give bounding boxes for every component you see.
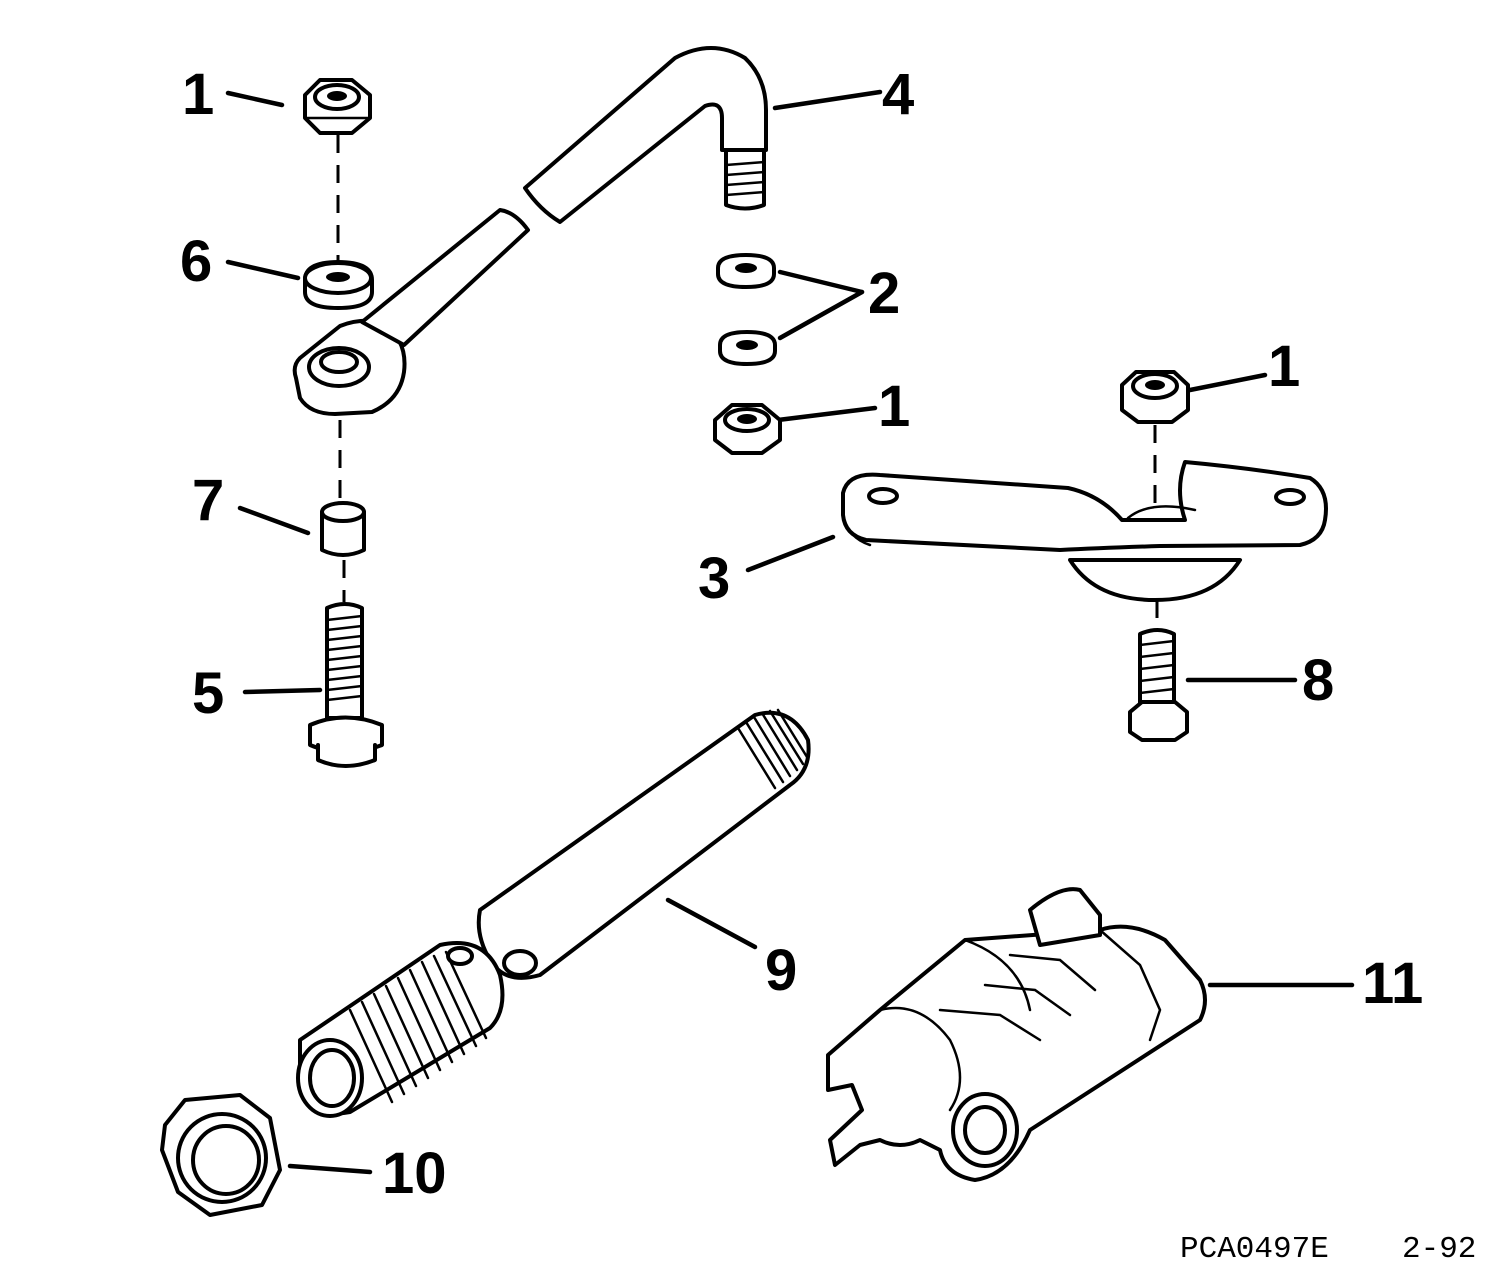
spacer-bushing [320, 501, 366, 557]
steering-arm [841, 460, 1328, 602]
leader-lines [225, 89, 1355, 1175]
callout-3: 3 [698, 546, 731, 611]
callout-6: 6 [180, 229, 213, 294]
assembly-axes [336, 135, 1159, 628]
callout-7: 7 [192, 468, 225, 533]
thick-washer [303, 260, 374, 310]
lock-nut-right [1120, 370, 1190, 424]
callout-8: 8 [1302, 648, 1335, 713]
lock-nut-middle [713, 403, 782, 455]
callout-9: 9 [765, 938, 798, 1003]
steering-link-rod [292, 46, 768, 416]
lock-nut-top [303, 78, 372, 135]
large-hex-nut [160, 1093, 282, 1217]
callout-10: 10 [382, 1141, 447, 1206]
steering-tube [296, 708, 811, 1118]
drawing-date: 2-92 [1402, 1232, 1477, 1267]
flat-washers [716, 253, 777, 366]
callout-4: 4 [882, 62, 915, 127]
callout-2: 2 [868, 261, 901, 326]
callout-1-right: 1 [1268, 334, 1301, 399]
mounting-bracket [826, 887, 1207, 1182]
drawing-code: PCA0497E [1180, 1232, 1329, 1267]
callout-11: 11 [1362, 951, 1424, 1016]
flange-bolt [308, 602, 384, 768]
callout-5: 5 [192, 661, 225, 726]
callout-1-top: 1 [182, 62, 215, 127]
hex-bolt [1128, 628, 1189, 742]
callout-1-middle: 1 [878, 374, 911, 439]
